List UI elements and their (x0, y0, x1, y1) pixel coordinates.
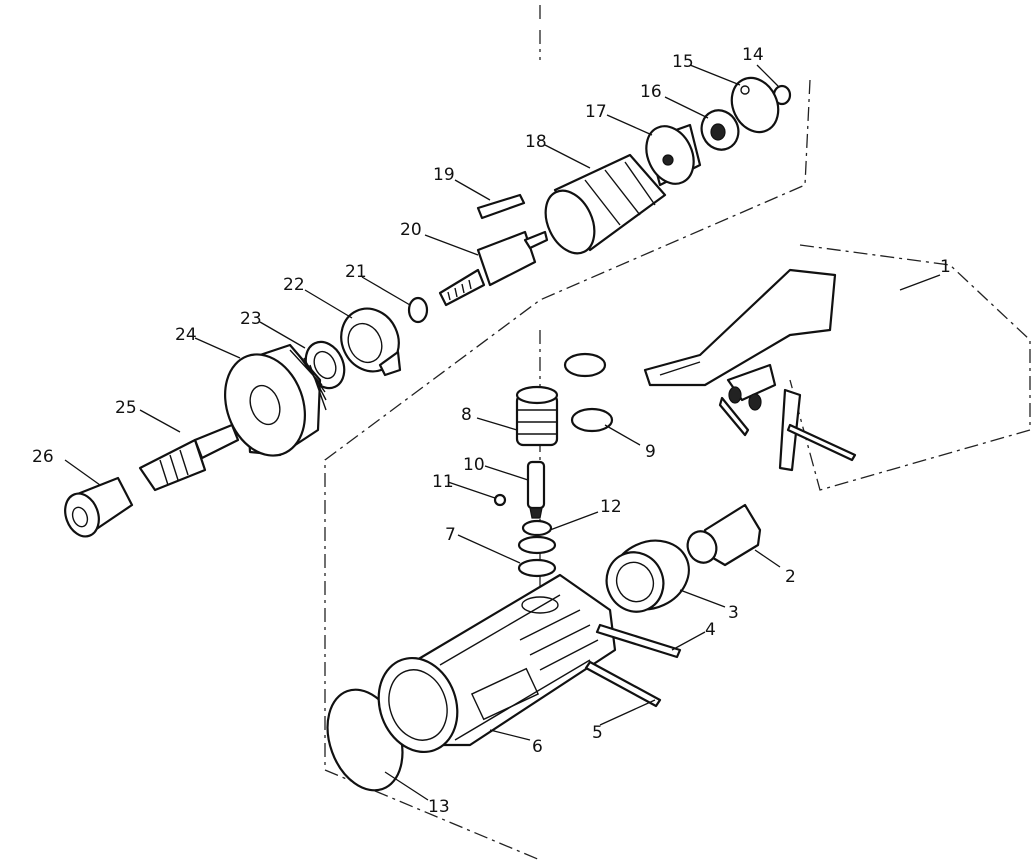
part-5-pin (584, 660, 662, 708)
callout-3: 3 (728, 603, 739, 623)
callout-6: 6 (532, 737, 543, 757)
part-11-ball (493, 493, 507, 507)
callout-13: 13 (428, 797, 450, 817)
callout-2: 2 (785, 567, 796, 587)
callout-10: 10 (463, 455, 485, 475)
part-17-rear-plate (645, 123, 702, 187)
callout-25: 25 (115, 398, 137, 418)
part-7-oring-upper (517, 535, 557, 555)
callout-16: 16 (640, 82, 662, 102)
callout-18: 18 (525, 132, 547, 152)
part-21-washer (407, 296, 429, 324)
callout-8: 8 (461, 405, 472, 425)
part-20-rotor (438, 230, 549, 307)
part-6-housing (377, 573, 617, 754)
part-9-oring-bottom (570, 407, 614, 433)
part-16-bearing (700, 109, 740, 151)
callout-12: 12 (600, 497, 622, 517)
callout-23: 23 (240, 309, 262, 329)
lever-assembly-boundary (789, 244, 1031, 491)
part-25-spindle (138, 423, 240, 492)
callout-4: 4 (705, 620, 716, 640)
callout-14: 14 (742, 45, 764, 65)
part-2-inlet-fitting (686, 503, 762, 567)
part-7-oring-lower (517, 558, 557, 578)
callout-26: 26 (32, 447, 54, 467)
part-3-exhaust-ring (605, 539, 690, 613)
callout-24: 24 (175, 325, 197, 345)
callout-15: 15 (672, 52, 694, 72)
part-1-lever-assembly (643, 268, 857, 472)
callout-21: 21 (345, 262, 367, 282)
part-12-seal (521, 519, 553, 537)
callout-labels: 1 2 3 4 5 6 7 8 9 10 11 12 13 14 15 16 1… (32, 45, 951, 817)
part-10-valve-pin (526, 460, 546, 519)
leader-lines (64, 64, 941, 801)
part-8-valve (515, 385, 559, 447)
part-26-collet-nut (64, 476, 134, 538)
callout-5: 5 (592, 723, 603, 743)
callout-20: 20 (400, 220, 422, 240)
callout-17: 17 (585, 102, 607, 122)
callout-1: 1 (940, 257, 951, 277)
part-22-front-plate (340, 307, 402, 377)
part-19-vane (476, 193, 526, 220)
callout-9: 9 (645, 442, 656, 462)
callout-11: 11 (432, 472, 454, 492)
part-18-cylinder (544, 153, 667, 255)
part-9-oring-top (563, 352, 607, 378)
part-4-pin (595, 623, 682, 659)
callout-7: 7 (445, 525, 456, 545)
part-15-end-plate (730, 76, 780, 134)
callout-19: 19 (433, 165, 455, 185)
callout-22: 22 (283, 275, 305, 295)
part-24-knurled-collar (224, 343, 327, 457)
